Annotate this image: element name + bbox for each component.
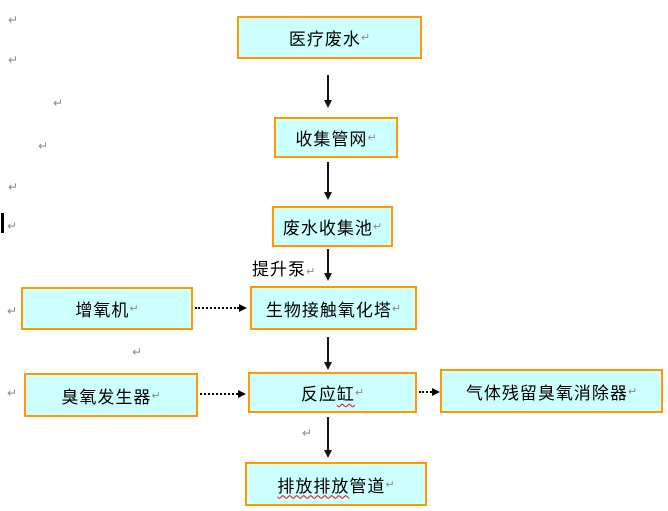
paragraph-mark: ↵ (53, 96, 64, 110)
arrow-pool-to-tower[interactable] (324, 249, 332, 281)
paragraph-mark: ↵ (129, 302, 139, 315)
node-label: 臭氧发生器 (61, 387, 152, 408)
paragraph-mark: ↵ (151, 388, 161, 402)
node-label: 管道 (349, 476, 386, 497)
paragraph-mark: ↵ (7, 386, 18, 400)
node-label-misspelled: 排放排放 (277, 476, 350, 497)
flow-node-aerator[interactable]: 增氧机↵ (21, 287, 193, 330)
arrow-aerator-to-tower[interactable] (195, 304, 247, 312)
paragraph-mark: ↵ (7, 219, 18, 233)
arrow-tower-to-tank[interactable] (324, 337, 332, 370)
text-cursor (1, 213, 4, 233)
flow-node-bio-contact-oxidation-tower[interactable]: 生物接触氧化塔↵ (250, 286, 417, 330)
paragraph-mark: ↵ (132, 345, 143, 359)
arrow-tank-to-eliminator[interactable] (419, 388, 440, 396)
arrow-medical-to-network[interactable] (324, 75, 332, 108)
paragraph-mark: ↵ (372, 220, 383, 233)
node-label: 增氧机 (75, 301, 130, 321)
paragraph-mark: ↵ (8, 53, 19, 67)
flow-node-wastewater-collection-pool[interactable]: 废水收集池↵ (272, 206, 393, 247)
flow-node-discharge-pipe[interactable]: 排放排放管道↵ (245, 462, 427, 506)
paragraph-mark: ↵ (38, 139, 49, 153)
node-label: 医疗废水 (288, 30, 361, 50)
paragraph-mark: ↵ (7, 304, 18, 318)
paragraph-mark: ↵ (367, 131, 377, 144)
arrow-network-to-pool[interactable] (324, 162, 332, 200)
paragraph-mark: ↵ (306, 265, 316, 278)
paragraph-mark: ↵ (391, 301, 402, 315)
paragraph-mark: ↵ (302, 426, 313, 440)
paragraph-mark: ↵ (354, 386, 365, 399)
paragraph-mark: ↵ (385, 477, 395, 491)
node-label-misspelled: 缸 (336, 385, 355, 405)
node-label: 生物接触氧化塔 (265, 300, 392, 321)
paragraph-mark: ↵ (360, 31, 371, 44)
flow-node-ozone-generator[interactable]: 臭氧发生器↵ (24, 373, 198, 417)
node-label: 气体残留臭氧消除器 (465, 383, 628, 404)
flow-node-reaction-tank[interactable]: 反应缸↵ (248, 372, 417, 413)
arrow-tank-to-discharge[interactable] (324, 417, 332, 458)
flow-node-collection-pipe-network[interactable]: 收集管网↵ (274, 117, 398, 158)
node-label: 收集管网 (295, 130, 368, 150)
paragraph-mark: ↵ (627, 384, 638, 398)
paragraph-mark: ↵ (8, 180, 19, 194)
edge-label-text: 提升泵 (252, 260, 306, 280)
flow-node-medical-wastewater[interactable]: 医疗废水↵ (237, 16, 422, 59)
node-label: 废水收集池 (282, 219, 373, 239)
arrow-ozonegen-to-tank[interactable] (200, 390, 246, 398)
flow-node-gas-residual-ozone-eliminator[interactable]: 气体残留臭氧消除器↵ (440, 369, 663, 413)
paragraph-mark: ↵ (8, 13, 19, 27)
pump-edge-label: 提升泵↵ (252, 255, 315, 280)
node-label: 反应 (300, 385, 337, 405)
